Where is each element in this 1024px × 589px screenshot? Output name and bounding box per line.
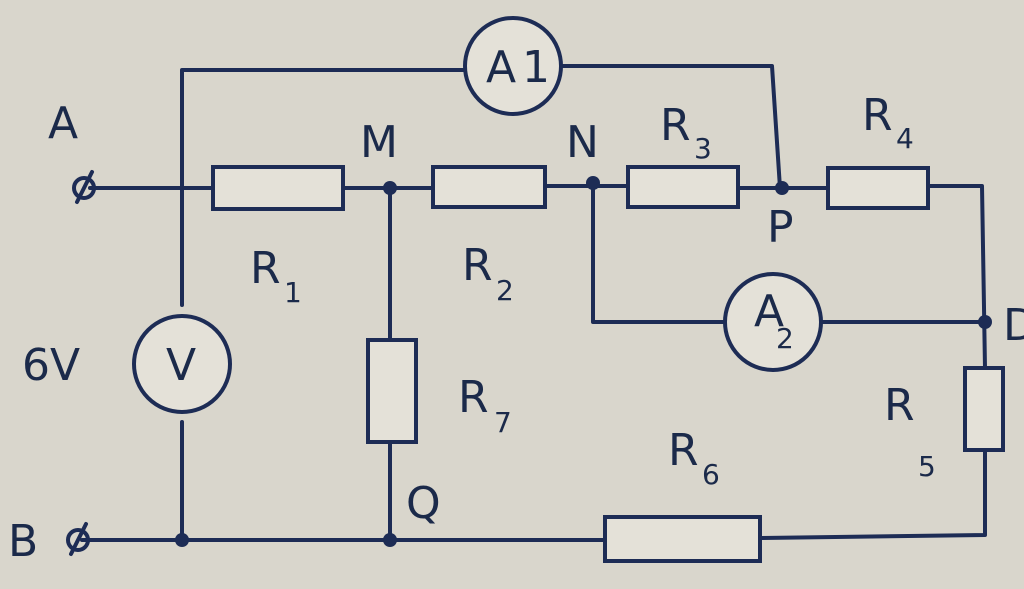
- label-p: P: [767, 202, 794, 253]
- svg-text:7: 7: [494, 406, 512, 439]
- svg-text:R: R: [660, 100, 691, 151]
- svg-text:A: A: [754, 286, 784, 337]
- svg-text:R: R: [862, 90, 893, 141]
- resistor-r6: [603, 515, 762, 563]
- wire-a2-branch: [591, 181, 987, 324]
- wire-bottom-line: [80, 448, 987, 542]
- svg-text:3: 3: [694, 132, 712, 165]
- node-q: [383, 533, 397, 547]
- label-ammeter-a2: A 2: [754, 286, 794, 355]
- node-n: [586, 176, 600, 190]
- label-d: D: [1003, 300, 1024, 351]
- ammeter-a2: [723, 272, 823, 372]
- svg-text:R: R: [884, 380, 915, 431]
- svg-text:R: R: [462, 240, 493, 291]
- resistor-r5: [963, 366, 1005, 452]
- resistor-r4: [826, 166, 930, 210]
- resistor-r1: [211, 165, 345, 211]
- ammeter-a1: [463, 16, 563, 116]
- label-n: N: [566, 117, 599, 168]
- svg-text:1: 1: [522, 42, 550, 93]
- resistor-r2: [431, 165, 547, 209]
- label-a: A: [48, 98, 78, 149]
- svg-text:R: R: [458, 372, 489, 423]
- label-q: Q: [406, 478, 441, 529]
- label-m: M: [360, 117, 398, 168]
- label-source-voltage: 6V: [22, 340, 80, 391]
- node-bottom-left: [175, 533, 189, 547]
- label-r7: R 7: [458, 372, 512, 439]
- label-voltmeter: V: [166, 340, 196, 391]
- label-r1: R 1: [250, 243, 302, 309]
- svg-text:5: 5: [918, 450, 936, 483]
- label-r6: R 6: [668, 425, 720, 491]
- label-r3: R 3: [660, 100, 712, 165]
- label-r5: R 5: [884, 380, 936, 483]
- node-m: [383, 181, 397, 195]
- terminal-b: [66, 522, 90, 556]
- label-ammeter-a1: A 1: [486, 42, 550, 93]
- resistor-r3: [626, 165, 740, 209]
- svg-text:1: 1: [284, 276, 302, 309]
- svg-text:R: R: [668, 425, 699, 476]
- label-r2: R 2: [462, 240, 514, 307]
- svg-text:A: A: [486, 42, 516, 93]
- resistor-r7: [366, 338, 418, 444]
- svg-text:4: 4: [896, 122, 914, 155]
- node-p: [775, 181, 789, 195]
- svg-text:R: R: [250, 243, 281, 294]
- svg-text:6: 6: [702, 458, 720, 491]
- svg-text:2: 2: [776, 322, 794, 355]
- terminal-a: [72, 170, 96, 204]
- voltmeter-v: [132, 314, 232, 414]
- wire-a1-branch: [180, 64, 782, 307]
- svg-text:2: 2: [496, 274, 514, 307]
- label-b: B: [8, 516, 38, 567]
- node-d: [978, 315, 992, 329]
- label-r4: R 4: [862, 90, 914, 155]
